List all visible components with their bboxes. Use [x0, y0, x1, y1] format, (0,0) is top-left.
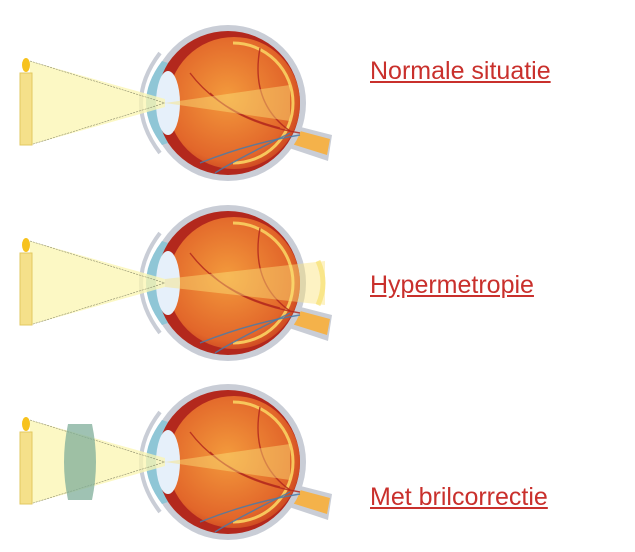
blood-vessel: [199, 134, 301, 164]
light-cone-incoming: [30, 241, 165, 325]
eye-panel-corrected: [19, 384, 332, 540]
blood-vessel: [257, 227, 291, 312]
ray-line: [29, 60, 166, 104]
ray-line: [29, 461, 166, 505]
eyeball: [168, 396, 300, 528]
flame-icon: [22, 417, 30, 431]
lens: [156, 71, 180, 135]
eyeball: [168, 37, 300, 169]
eyeball: [168, 217, 300, 349]
blood-vessel: [257, 406, 291, 491]
blood-vessel: [214, 132, 291, 174]
blood-vessel: [189, 72, 281, 129]
link-normale-situatie[interactable]: Normale situatie: [370, 57, 551, 85]
light-cone-incoming: [30, 61, 165, 145]
eye-panel-hyperopia: [19, 205, 332, 361]
flame-icon: [22, 238, 30, 252]
light-cone-incoming: [30, 420, 165, 504]
blood-vessel: [199, 314, 301, 344]
blood-vessel: [189, 252, 281, 309]
ray-line: [29, 240, 166, 284]
ray-line: [29, 282, 166, 326]
lens: [156, 430, 180, 494]
cornea: [146, 420, 168, 504]
blood-vessel: [189, 431, 281, 488]
eye-panel-normal: [19, 25, 332, 181]
candle-icon: [19, 72, 33, 146]
link-met-brilcorrectie[interactable]: Met brilcorrectie: [370, 483, 548, 511]
candle-icon: [19, 431, 33, 505]
ray-line: [29, 419, 166, 463]
cornea: [146, 61, 168, 145]
blood-vessel: [214, 491, 291, 533]
lens: [156, 251, 180, 315]
candle-icon: [19, 252, 33, 326]
image-plane-behind-retina: [315, 259, 326, 307]
light-cone-refracted: [165, 444, 290, 480]
light-cone-refracted: [165, 85, 290, 121]
ray-line: [29, 102, 166, 146]
blood-vessel: [199, 493, 301, 523]
flame-icon: [22, 58, 30, 72]
link-hypermetropie[interactable]: Hypermetropie: [370, 271, 534, 299]
light-cone-refracted: [165, 261, 325, 305]
correction-lens: [64, 424, 96, 500]
cornea: [146, 241, 168, 325]
blood-vessel: [257, 47, 291, 132]
blood-vessel: [214, 312, 291, 354]
